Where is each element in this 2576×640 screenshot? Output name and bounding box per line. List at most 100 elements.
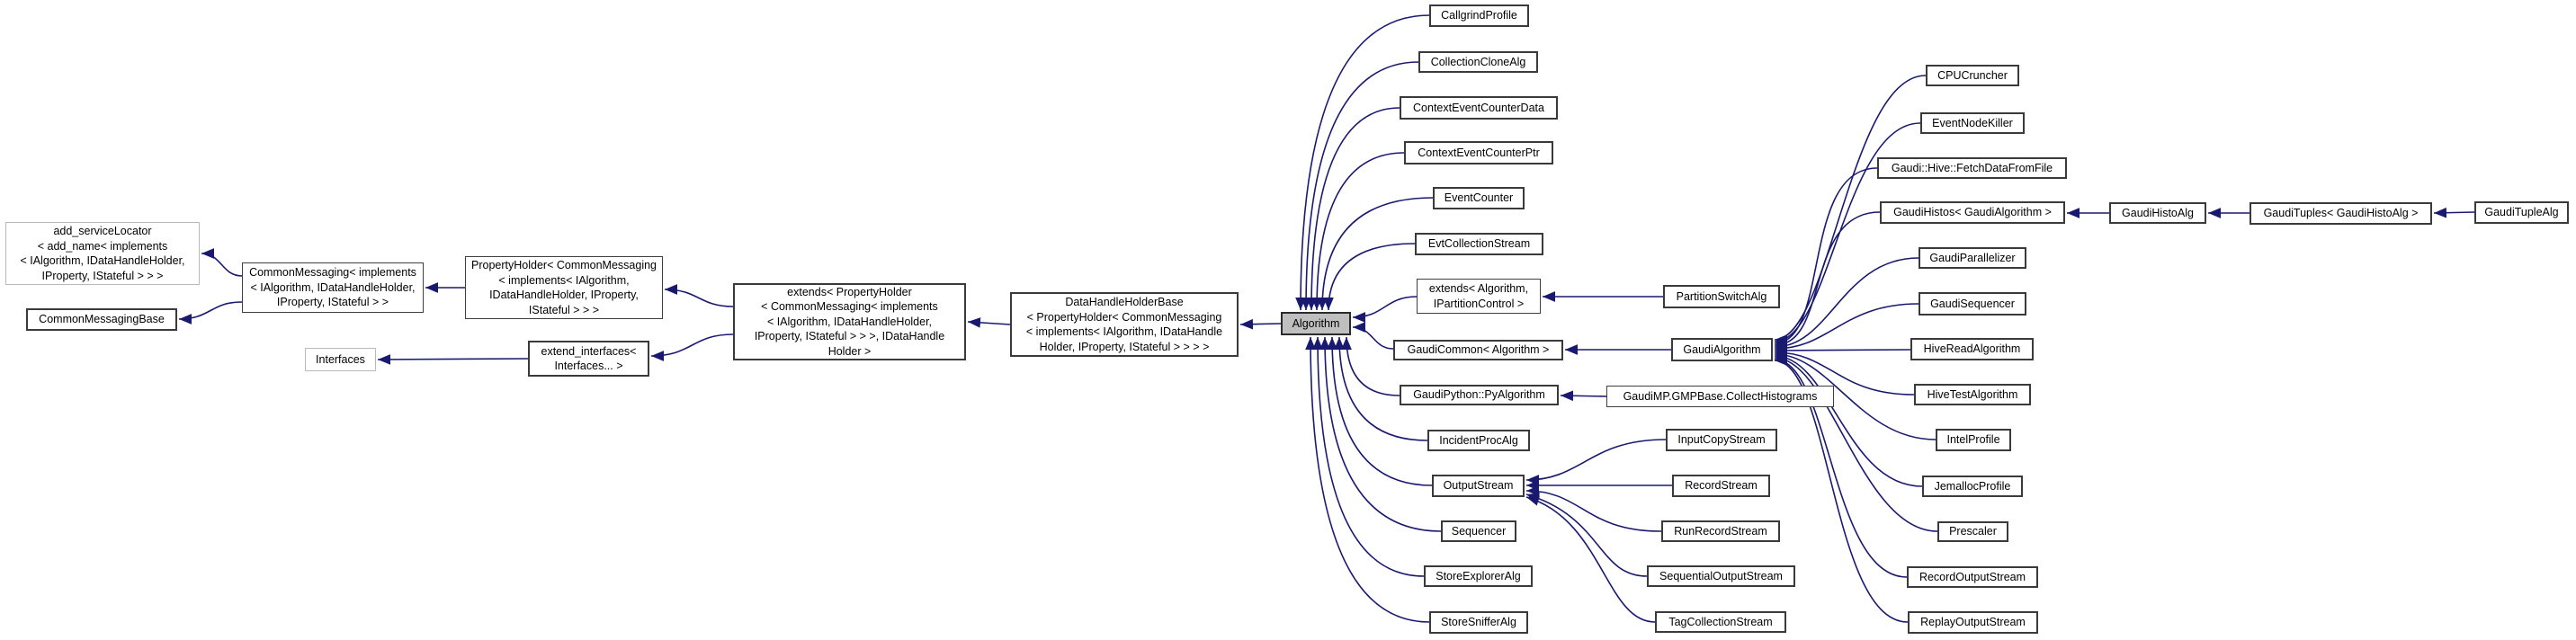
inheritance-edge-extends-property-holder-to-property-holder xyxy=(664,284,734,307)
class-node-gaudi-python-py-algorithm[interactable]: GaudiPython::PyAlgorithm xyxy=(1400,385,1559,405)
class-node-gaudi-tuple-alg[interactable]: GaudiTupleAlg xyxy=(2474,201,2569,224)
inheritance-edge-hive-read-algorithm-to-gaudi-algorithm xyxy=(1774,345,1911,356)
class-node-extend-interfaces[interactable]: extend_interfaces< Interfaces... > xyxy=(528,341,649,377)
class-node-label: SequentialOutputStream xyxy=(1659,569,1783,582)
class-node-label: GaudiTuples< GaudiHistoAlg > xyxy=(2263,207,2419,220)
class-node-label: CommonMessaging< implements < IAlgorithm… xyxy=(249,266,416,309)
class-node-sequencer[interactable]: Sequencer xyxy=(1441,520,1516,542)
class-node-label: GaudiAlgorithm xyxy=(1683,342,1761,356)
class-node-label: IntelProfile xyxy=(1946,433,2000,447)
inheritance-edge-cpu-cruncher-to-gaudi-algorithm xyxy=(1774,75,1927,345)
class-node-store-explorer-alg[interactable]: StoreExplorerAlg xyxy=(1424,565,1533,587)
inheritance-edge-gaudi-parallelizer-to-gaudi-algorithm xyxy=(1774,257,1919,352)
class-node-gaudi-common[interactable]: GaudiCommon< Algorithm > xyxy=(1393,340,1563,360)
class-node-label: GaudiHistoAlg xyxy=(2122,206,2194,219)
class-node-common-messaging-base[interactable]: CommonMessagingBase xyxy=(26,308,177,331)
inheritance-edge-collection-clone-alg-to-algorithm xyxy=(1301,61,1419,311)
class-node-collection-clone-alg[interactable]: CollectionCloneAlg xyxy=(1418,51,1538,73)
class-node-gaudi-mp-gmpbase-collect-histograms[interactable]: GaudiMP.GMPBase.CollectHistograms xyxy=(1606,386,1834,407)
class-node-label: JemallocProfile xyxy=(1934,479,2011,493)
inheritance-edge-context-event-counter-data-to-algorithm xyxy=(1306,107,1400,311)
class-node-intel-profile[interactable]: IntelProfile xyxy=(1936,429,2011,451)
class-node-label: GaudiCommon< Algorithm > xyxy=(1407,343,1550,357)
inheritance-edge-gaudi-sequencer-to-gaudi-algorithm xyxy=(1774,303,1919,354)
class-node-gaudi-algorithm[interactable]: GaudiAlgorithm xyxy=(1671,338,1773,361)
class-node-label: CollectionCloneAlg xyxy=(1430,55,1526,68)
class-node-event-counter[interactable]: EventCounter xyxy=(1433,187,1525,209)
class-node-label: GaudiSequencer xyxy=(1930,297,2015,310)
inheritance-edge-intel-profile-to-gaudi-algorithm xyxy=(1774,349,1936,440)
class-node-prescaler[interactable]: Prescaler xyxy=(1937,521,2008,542)
class-node-replay-output-stream[interactable]: ReplayOutputStream xyxy=(1908,611,2038,634)
class-node-gaudi-parallelizer[interactable]: GaudiParallelizer xyxy=(1919,247,2026,269)
class-node-input-copy-stream[interactable]: InputCopyStream xyxy=(1666,429,1777,451)
class-node-label: Sequencer xyxy=(1451,524,1507,538)
inheritance-edge-callgrind-profile-to-algorithm xyxy=(1295,14,1430,311)
inheritance-edge-incident-proc-alg-to-algorithm xyxy=(1334,336,1428,441)
class-node-label: Prescaler xyxy=(1949,525,1997,538)
class-node-partition-switch-alg[interactable]: PartitionSwitchAlg xyxy=(1663,285,1780,308)
class-node-cpu-cruncher[interactable]: CPUCruncher xyxy=(1926,65,2019,86)
class-node-gaudi-histos[interactable]: GaudiHistos< GaudiAlgorithm > xyxy=(1880,201,2065,224)
class-node-jemalloc-profile[interactable]: JemallocProfile xyxy=(1922,476,2023,497)
class-node-data-handle-holder-base[interactable]: DataHandleHolderBase < PropertyHolder< C… xyxy=(1010,292,1239,357)
inheritance-edge-evt-collection-stream-to-algorithm xyxy=(1323,243,1416,311)
class-node-tag-collection-stream[interactable]: TagCollectionStream xyxy=(1655,611,1786,633)
class-node-algorithm[interactable]: Algorithm xyxy=(1281,312,1351,335)
class-node-sequential-output-stream[interactable]: SequentialOutputStream xyxy=(1647,565,1795,587)
class-node-output-stream[interactable]: OutputStream xyxy=(1432,475,1525,497)
inheritance-edge-data-handle-holder-base-to-extends-property-holder xyxy=(967,317,1011,328)
class-node-hive-read-algorithm[interactable]: HiveReadAlgorithm xyxy=(1910,338,2034,360)
class-node-label: OutputStream xyxy=(1443,479,1514,493)
inheritance-edge-gaudi-common-to-algorithm xyxy=(1352,322,1394,350)
class-node-label: GaudiMP.GMPBase.CollectHistograms xyxy=(1623,389,1818,403)
class-node-incident-proc-alg[interactable]: IncidentProcAlg xyxy=(1427,430,1530,451)
class-node-gaudi-hive-fetch-data-from-file[interactable]: Gaudi::Hive::FetchDataFromFile xyxy=(1877,157,2067,179)
class-node-add-service-locator: add_serviceLocator < add_name< implement… xyxy=(5,222,200,285)
class-node-run-record-stream[interactable]: RunRecordStream xyxy=(1661,520,1780,542)
class-node-common-messaging[interactable]: CommonMessaging< implements < IAlgorithm… xyxy=(242,262,424,313)
class-node-context-event-counter-data[interactable]: ContextEventCounterData xyxy=(1400,96,1558,120)
inheritance-edge-input-copy-stream-to-output-stream xyxy=(1525,439,1667,485)
class-node-label: add_serviceLocator < add_name< implement… xyxy=(20,225,185,282)
class-node-context-event-counter-ptr[interactable]: ContextEventCounterPtr xyxy=(1404,141,1553,164)
class-node-gaudi-sequencer[interactable]: GaudiSequencer xyxy=(1919,292,2026,316)
class-node-label: TagCollectionStream xyxy=(1668,615,1773,628)
class-node-hive-test-algorithm[interactable]: HiveTestAlgorithm xyxy=(1914,384,2031,405)
inheritance-edge-gaudi-python-py-algorithm-to-algorithm xyxy=(1341,336,1400,396)
class-node-label: Interfaces xyxy=(316,352,365,366)
class-node-extends-property-holder[interactable]: extends< PropertyHolder < CommonMessagin… xyxy=(733,283,966,360)
class-node-gaudi-histo-alg[interactable]: GaudiHistoAlg xyxy=(2109,202,2206,224)
class-node-record-output-stream[interactable]: RecordOutputStream xyxy=(1907,566,2038,588)
inheritance-edge-replay-output-stream-to-gaudi-algorithm xyxy=(1774,355,1909,623)
class-node-label: ReplayOutputStream xyxy=(1920,616,2026,629)
class-node-property-holder[interactable]: PropertyHolder< CommonMessaging < implem… xyxy=(465,256,663,319)
class-node-label: StoreExplorerAlg xyxy=(1436,569,1521,582)
class-node-label: InputCopyStream xyxy=(1677,433,1766,447)
class-node-store-sniffer-alg[interactable]: StoreSnifferAlg xyxy=(1429,611,1528,634)
class-node-label: ContextEventCounterPtr xyxy=(1418,146,1540,159)
class-node-record-stream[interactable]: RecordStream xyxy=(1672,475,1770,497)
inheritance-edge-prescaler-to-gaudi-algorithm xyxy=(1774,352,1938,532)
class-node-label: CommonMessagingBase xyxy=(39,313,165,326)
class-node-event-node-killer[interactable]: EventNodeKiller xyxy=(1920,112,2025,134)
class-node-label: PartitionSwitchAlg xyxy=(1676,289,1767,303)
class-node-label: CPUCruncher xyxy=(1937,68,2008,82)
class-node-label: DataHandleHolderBase < PropertyHolder< C… xyxy=(1025,296,1223,353)
class-node-label: HiveTestAlgorithm xyxy=(1927,387,2018,401)
inheritance-edge-common-messaging-to-add-service-locator xyxy=(201,248,243,277)
class-node-callgrind-profile[interactable]: CallgrindProfile xyxy=(1429,4,1529,27)
inheritance-edge-context-event-counter-ptr-to-algorithm xyxy=(1311,152,1405,311)
class-node-gaudi-tuples[interactable]: GaudiTuples< GaudiHistoAlg > xyxy=(2250,202,2432,225)
inheritance-edge-gaudi-hive-fetch-data-from-file-to-gaudi-algorithm xyxy=(1774,167,1878,349)
class-node-label: RecordStream xyxy=(1685,479,1758,493)
class-node-evt-collection-stream[interactable]: EvtCollectionStream xyxy=(1415,233,1543,255)
class-node-interfaces: Interfaces xyxy=(305,348,376,371)
class-node-label: CallgrindProfile xyxy=(1441,9,1517,22)
class-node-extends-algorithm-ipartitioncontrol[interactable]: extends< Algorithm, IPartitionControl > xyxy=(1417,279,1541,314)
class-node-label: StoreSnifferAlg xyxy=(1441,616,1516,629)
inheritance-edge-sequential-output-stream-to-output-stream xyxy=(1525,493,1648,577)
class-node-label: RecordOutputStream xyxy=(1919,570,2026,583)
